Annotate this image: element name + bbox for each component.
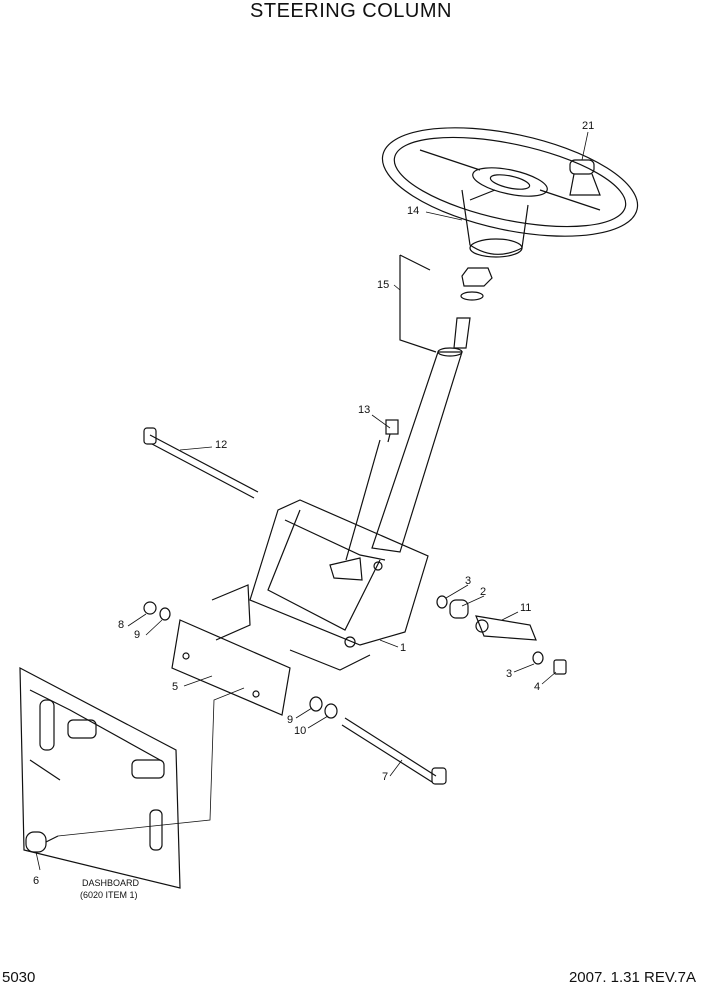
callout-14: 14 [407,205,419,217]
callout-12: 12 [215,439,227,451]
callout-3-upper: 3 [465,575,471,587]
bolt-7-assembly [309,696,447,785]
steering-wheel [381,127,639,237]
fastener-6 [25,831,59,853]
callout-9-upper: 9 [134,629,140,641]
callout-11: 11 [520,602,531,614]
callout-2: 2 [480,586,486,598]
page-number: 5030 [2,969,36,986]
nut-8-washer-9 [143,601,171,621]
bolt-13 [385,419,399,443]
callout-4: 4 [534,681,540,693]
wheel-hub [461,189,529,258]
callout-15: 15 [377,279,389,291]
callout-21: 21 [582,120,594,132]
mounting-plate [171,619,291,716]
column-bracket [249,499,429,648]
leader-lines [35,131,589,871]
nut-and-washer [399,254,493,353]
callout-10: 10 [294,725,306,737]
steering-column-tube [345,317,471,561]
bolt-12 [143,427,259,499]
callout-7: 7 [382,771,388,783]
revision-label: 2007. 1.31 REV.7A [568,969,696,986]
dashboard-label: DASHBOARD [82,878,140,888]
callout-13: 13 [358,404,370,416]
callout-3-lower: 3 [506,668,512,680]
page-title: STEERING COLUMN [250,0,452,22]
callout-1: 1 [400,642,406,654]
callout-5: 5 [172,681,178,693]
callout-9-lower: 9 [287,714,293,726]
dashboard-reference: (6020 ITEM 1) [80,890,138,900]
callout-6: 6 [33,875,39,887]
dashboard-panel [19,666,181,889]
tie-rod-assembly [436,595,567,675]
callout-8: 8 [118,619,124,631]
